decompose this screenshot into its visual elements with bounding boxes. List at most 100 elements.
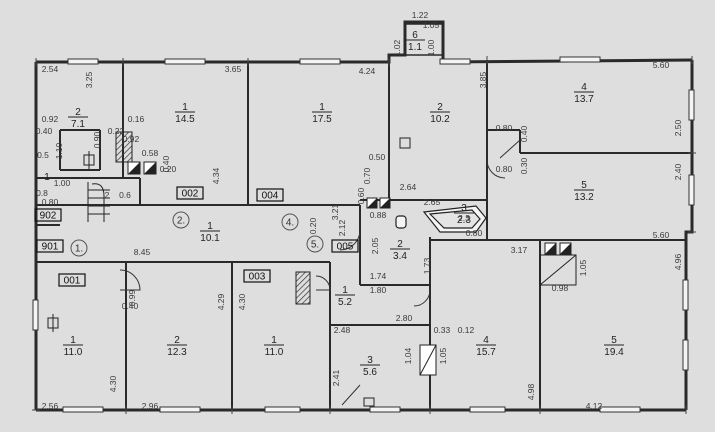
dimension-d8: 4.24	[359, 66, 376, 76]
label-frame	[34, 208, 62, 222]
room-r6: 27.1	[68, 107, 88, 130]
dimension-d9: 3.85	[478, 71, 488, 88]
dimension-d12: 0.40	[36, 126, 53, 136]
room-area: 11.0	[265, 347, 284, 358]
room-area: 19.4	[604, 347, 624, 358]
label-box: 005	[331, 239, 359, 253]
circle-markers: 1.2.4.5.	[70, 211, 324, 257]
label-frame	[243, 269, 271, 283]
stairs	[87, 182, 110, 222]
dimension-d37: 0.80	[42, 197, 59, 207]
marker-text: 1.	[75, 244, 83, 255]
room-area: 13.2	[574, 192, 594, 203]
dimension-d35: 2.12	[337, 219, 347, 236]
label-frame	[36, 239, 64, 253]
room-number: 5	[581, 180, 587, 191]
dimension-d69: 0.5	[37, 150, 49, 160]
room-r13: 212.3	[167, 335, 187, 358]
room-number: 6	[412, 30, 418, 41]
dimension-d44: 1.80	[370, 285, 387, 295]
dimension-d21: 4.34	[211, 167, 221, 184]
dimension-d11: 0.92	[42, 114, 59, 124]
room-r10: 15.2	[335, 285, 355, 308]
room-r18: 1	[44, 172, 50, 183]
room-area: 5.2	[338, 297, 352, 308]
room-number: 4	[581, 82, 587, 93]
dimension-d2: 1.05	[423, 20, 440, 30]
room-number: 2	[397, 239, 403, 250]
label-text: 001	[64, 276, 81, 287]
dimension-d46: 3.17	[511, 245, 528, 255]
dimension-d27: 0.30	[519, 157, 529, 174]
dimension-d14: 0.90	[92, 131, 102, 148]
room-area: 17.5	[312, 114, 332, 125]
label-text: 003	[249, 272, 266, 283]
marker-ring	[281, 213, 299, 231]
room-number: 1	[342, 285, 348, 296]
dimension-d57: 0.33	[434, 325, 451, 335]
dimension-d36: 0.20	[308, 217, 318, 234]
wall-ticks	[32, 56, 696, 414]
room-r1: 114.5	[175, 102, 195, 125]
room-r3: 210.2	[430, 102, 450, 125]
label-frame	[331, 239, 359, 253]
room-number: 2	[437, 102, 443, 113]
dimension-d58: 0.12	[458, 325, 475, 335]
dimension-d66: 4.12	[586, 401, 603, 411]
label-text: 002	[182, 189, 199, 200]
dimension-d41: 2.05	[370, 237, 380, 254]
room-number: 1	[70, 335, 76, 346]
room-number: 1	[271, 335, 277, 346]
dimension-d23: 0.40	[519, 125, 529, 142]
dimension-d68: 0.6	[119, 190, 131, 200]
dimension-d16: 0.22	[108, 126, 125, 136]
dimension-d25: 0.50	[369, 152, 386, 162]
dimension-d64: 2.56	[42, 401, 59, 411]
room-area: 14.5	[175, 114, 195, 125]
circle-marker: 1.	[70, 239, 88, 257]
room-number: 1	[207, 221, 213, 232]
label-box: 902	[34, 208, 62, 222]
dimension-d63: 4.98	[526, 383, 536, 400]
room-area: 10.1	[200, 233, 220, 244]
room-r15: 415.7	[476, 335, 496, 358]
room-labels: 114.5117.5210.2413.7513.227.1110.123.432…	[44, 30, 624, 378]
label-box: 003	[243, 269, 271, 283]
room-r14: 111.0	[264, 335, 284, 358]
room-area: 10.2	[430, 114, 450, 125]
dimension-d5: 2.54	[42, 64, 59, 74]
room-number: 4	[483, 335, 489, 346]
room-number: 3	[461, 203, 467, 214]
label-box: 901	[36, 239, 64, 253]
room-area: 5.6	[363, 367, 377, 378]
dimension-d38: 0.8	[36, 188, 48, 198]
label-box: 001	[58, 273, 86, 287]
room-r17: 61.1	[405, 30, 425, 53]
label-frame	[58, 273, 86, 287]
dimension-d67: 2	[105, 190, 110, 200]
dimension-d17: 0.92	[123, 134, 140, 144]
doors	[119, 139, 521, 406]
marker-text: 2.	[177, 216, 185, 227]
room-number: 2	[174, 335, 180, 346]
dimension-d59: 1.04	[403, 347, 413, 364]
room-area: 13.7	[574, 94, 594, 105]
dimension-d1: 1.22	[412, 10, 429, 20]
label-frame	[256, 188, 284, 202]
room-number: 1	[319, 102, 325, 113]
room-area: 2.3	[457, 215, 471, 226]
dimension-d54: 4.30	[237, 293, 247, 310]
dimension-d30: 2.64	[400, 182, 417, 192]
dimension-d32: 0.60	[356, 187, 366, 204]
dimension-d42: 1.73	[422, 257, 432, 274]
marker-ring	[70, 239, 88, 257]
dimension-d48: 1.05	[578, 259, 588, 276]
circle-marker: 4.	[281, 213, 299, 231]
room-area: 11.0	[64, 347, 83, 358]
dimension-d52: 0.40	[122, 301, 139, 311]
room-area: 15.7	[476, 347, 496, 358]
room-r12: 111.0	[63, 335, 83, 358]
marker-text: 4.	[286, 218, 294, 229]
